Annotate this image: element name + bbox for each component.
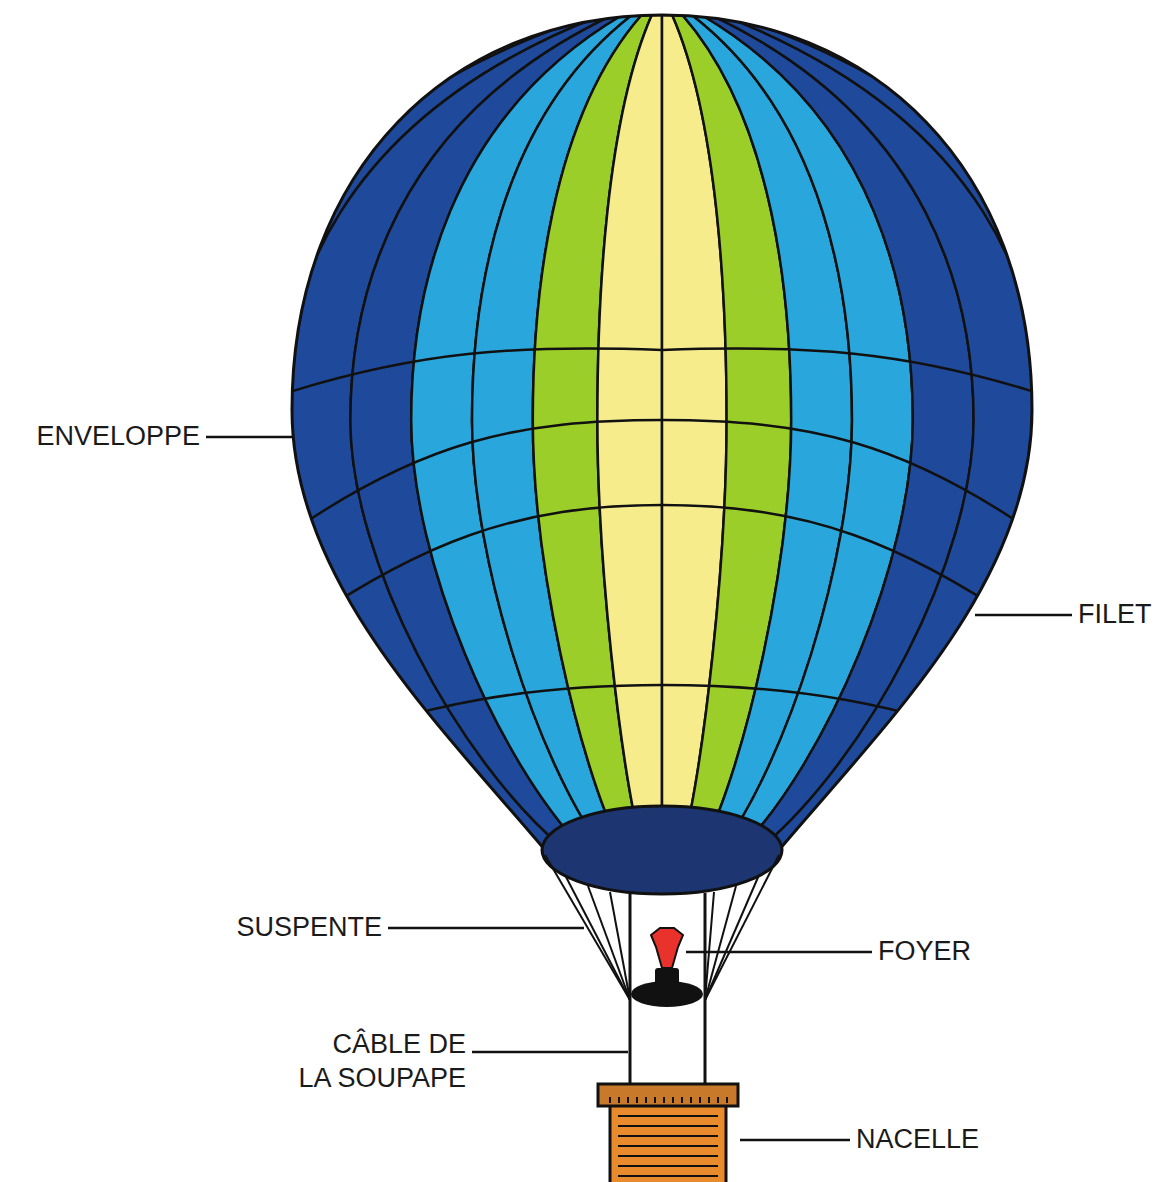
- basket-rim-mark: [618, 1097, 620, 1103]
- basket-rim-mark: [654, 1097, 656, 1103]
- part-label: NACELLE: [856, 1123, 979, 1157]
- basket-rim-mark: [672, 1097, 674, 1103]
- basket-rim-mark: [690, 1097, 692, 1103]
- envelope-gore: [711, 15, 1042, 850]
- envelope-gore: [597, 15, 662, 850]
- basket: [598, 1084, 738, 1182]
- basket-rim-mark: [717, 1097, 719, 1103]
- envelope-mouth: [542, 806, 782, 894]
- part-label: FOYER: [878, 935, 971, 969]
- part-label: ENVELOPPE: [36, 420, 200, 454]
- part-label: CÂBLE DE LA SOUPAPE: [295, 1028, 466, 1096]
- basket-weave: [618, 1155, 718, 1157]
- valve-cables: [630, 893, 705, 1087]
- basket-rim-mark: [663, 1097, 665, 1103]
- leader-lines: [206, 437, 1072, 1140]
- basket-weave: [618, 1115, 718, 1117]
- basket-weave: [618, 1145, 718, 1147]
- basket-weave: [618, 1125, 718, 1127]
- basket-weave: [618, 1135, 718, 1137]
- basket-weave: [618, 1165, 718, 1167]
- basket-rim-mark: [627, 1097, 629, 1103]
- basket-rim-mark: [708, 1097, 710, 1103]
- burner: [631, 928, 703, 1007]
- basket-rim-mark: [681, 1097, 683, 1103]
- envelope-gore: [722, 15, 1099, 850]
- part-label: SUSPENTE: [236, 911, 382, 945]
- envelope-outline: [292, 15, 1032, 850]
- basket-rim-mark: [645, 1097, 647, 1103]
- basket-rim-mark: [726, 1097, 728, 1103]
- basket-weave: [618, 1175, 718, 1177]
- part-label: FILET: [1078, 598, 1152, 632]
- basket-rim-mark: [699, 1097, 701, 1103]
- envelope-gores: [225, 15, 1099, 850]
- envelope-seams: [280, 348, 1044, 760]
- basket-rim-mark: [636, 1097, 638, 1103]
- basket-rim-mark: [609, 1097, 611, 1103]
